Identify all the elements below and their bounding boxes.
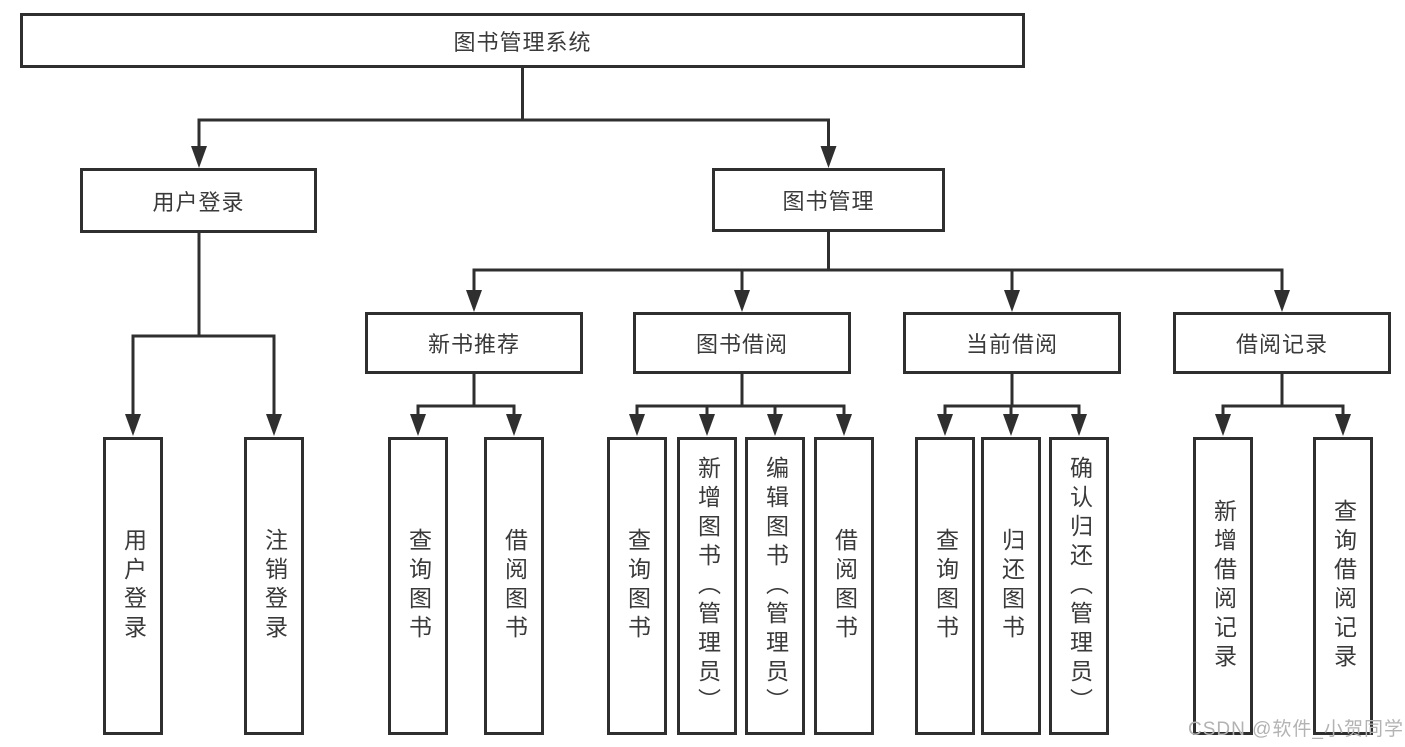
leaf-add-borrow-record-label: 新增借阅记录	[1210, 499, 1237, 673]
node-book-borrow: 图书借阅	[633, 312, 851, 374]
leaf-edit-book-admin: 编辑图书（管理员）	[745, 437, 805, 735]
csdn-watermark: CSDN @软件_小贺同学	[1188, 719, 1404, 740]
leaf-query-books-borrow: 查询图书	[607, 437, 667, 735]
leaf-query-books-borrow-label: 查询图书	[624, 528, 651, 644]
arrowheads	[125, 146, 1351, 436]
leaf-query-books-recommend: 查询图书	[388, 437, 448, 735]
node-root: 图书管理系统	[20, 13, 1025, 68]
leaf-query-borrow-record: 查询借阅记录	[1313, 437, 1373, 735]
node-borrow-records: 借阅记录	[1173, 312, 1391, 374]
leaf-add-book-admin-label: 新增图书（管理员）	[694, 455, 721, 717]
leaf-logout-label: 注销登录	[261, 528, 288, 644]
leaf-add-book-admin: 新增图书（管理员）	[677, 437, 737, 735]
leaf-confirm-return-admin: 确认归还（管理员）	[1049, 437, 1109, 735]
leaf-user-login-label: 用户登录	[120, 528, 147, 644]
leaf-borrow-books-recommend-label: 借阅图书	[501, 528, 528, 644]
leaf-return-book-label: 归还图书	[998, 528, 1025, 644]
leaf-borrow-books: 借阅图书	[814, 437, 874, 735]
leaf-edit-book-admin-label: 编辑图书（管理员）	[762, 455, 789, 717]
node-book-management: 图书管理	[712, 168, 945, 232]
leaf-query-borrow-record-label: 查询借阅记录	[1330, 499, 1357, 673]
leaf-confirm-return-admin-label: 确认归还（管理员）	[1066, 455, 1093, 717]
node-new-book-recommend: 新书推荐	[365, 312, 583, 374]
leaf-add-borrow-record: 新增借阅记录	[1193, 437, 1253, 735]
leaf-logout: 注销登录	[244, 437, 304, 735]
leaf-return-book: 归还图书	[981, 437, 1041, 735]
leaf-user-login: 用户登录	[103, 437, 163, 735]
leaf-borrow-books-label: 借阅图书	[831, 528, 858, 644]
leaf-borrow-books-recommend: 借阅图书	[484, 437, 544, 735]
leaf-query-books-recommend-label: 查询图书	[405, 528, 432, 644]
leaf-query-books-current: 查询图书	[915, 437, 975, 735]
leaf-query-books-current-label: 查询图书	[932, 528, 959, 644]
node-current-borrow: 当前借阅	[903, 312, 1121, 374]
node-user-login: 用户登录	[80, 168, 317, 233]
